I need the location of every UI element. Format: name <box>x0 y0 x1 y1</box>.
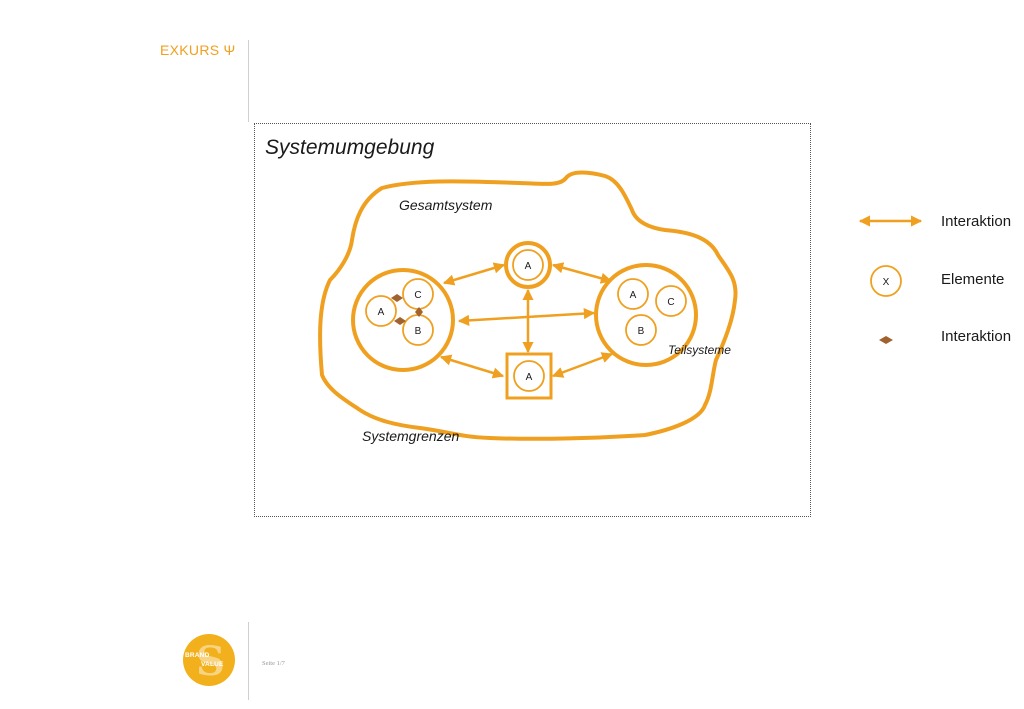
section-title: EXKURS Ψ <box>160 42 236 58</box>
node-label: B <box>638 326 645 337</box>
label-gesamtsystem: Gesamtsystem <box>399 197 493 213</box>
diamond-icon <box>394 317 406 325</box>
element-top-a <box>512 249 544 281</box>
divider-top <box>248 40 249 122</box>
node-label: A <box>525 261 532 272</box>
system-boundary <box>318 170 738 441</box>
node-label: A <box>378 307 385 318</box>
label-systemgrenzen: Systemgrenzen <box>362 428 460 444</box>
system-environment-frame <box>254 123 811 517</box>
element-right-b <box>625 314 657 346</box>
element-right-a <box>617 278 649 310</box>
arrow-left-top <box>442 262 506 286</box>
node-label: A <box>526 372 533 383</box>
node-label: C <box>414 290 421 301</box>
legend-element-label: Elemente <box>941 271 1005 288</box>
arrow-left-bottom <box>439 354 505 379</box>
arrow-bottom-right <box>551 352 614 378</box>
diagram-title: Systemumgebung <box>265 136 435 159</box>
diamond-icon <box>415 307 423 317</box>
logo-s-icon: S <box>196 638 225 685</box>
node-label: A <box>630 290 637 301</box>
diamond-icon <box>391 294 403 302</box>
legend-diamond-icon <box>879 336 893 344</box>
arrow-left-right <box>457 307 596 327</box>
element-bottom-a <box>513 360 545 392</box>
page-number: Seite 1/7 <box>262 660 285 667</box>
node-label: C <box>667 297 674 308</box>
element-right-c <box>655 285 687 317</box>
divider-bottom <box>248 622 249 700</box>
legend-arrow-label: Interaktion <box>941 213 1012 230</box>
arrow-top-right <box>551 262 613 284</box>
legend-element-symbol: X <box>883 277 890 288</box>
legend-element-icon <box>870 265 902 297</box>
node-label: B <box>415 326 422 337</box>
legend-diamond-label: Interaktion <box>941 328 1012 345</box>
element-left-a <box>365 295 397 327</box>
logo-text-brand: BRAND <box>185 652 210 659</box>
label-teilsysteme: Teilsysteme <box>668 343 731 357</box>
logo-text-value: VALUE <box>201 661 224 668</box>
brand-logo: S BRAND VALUE <box>183 634 235 686</box>
